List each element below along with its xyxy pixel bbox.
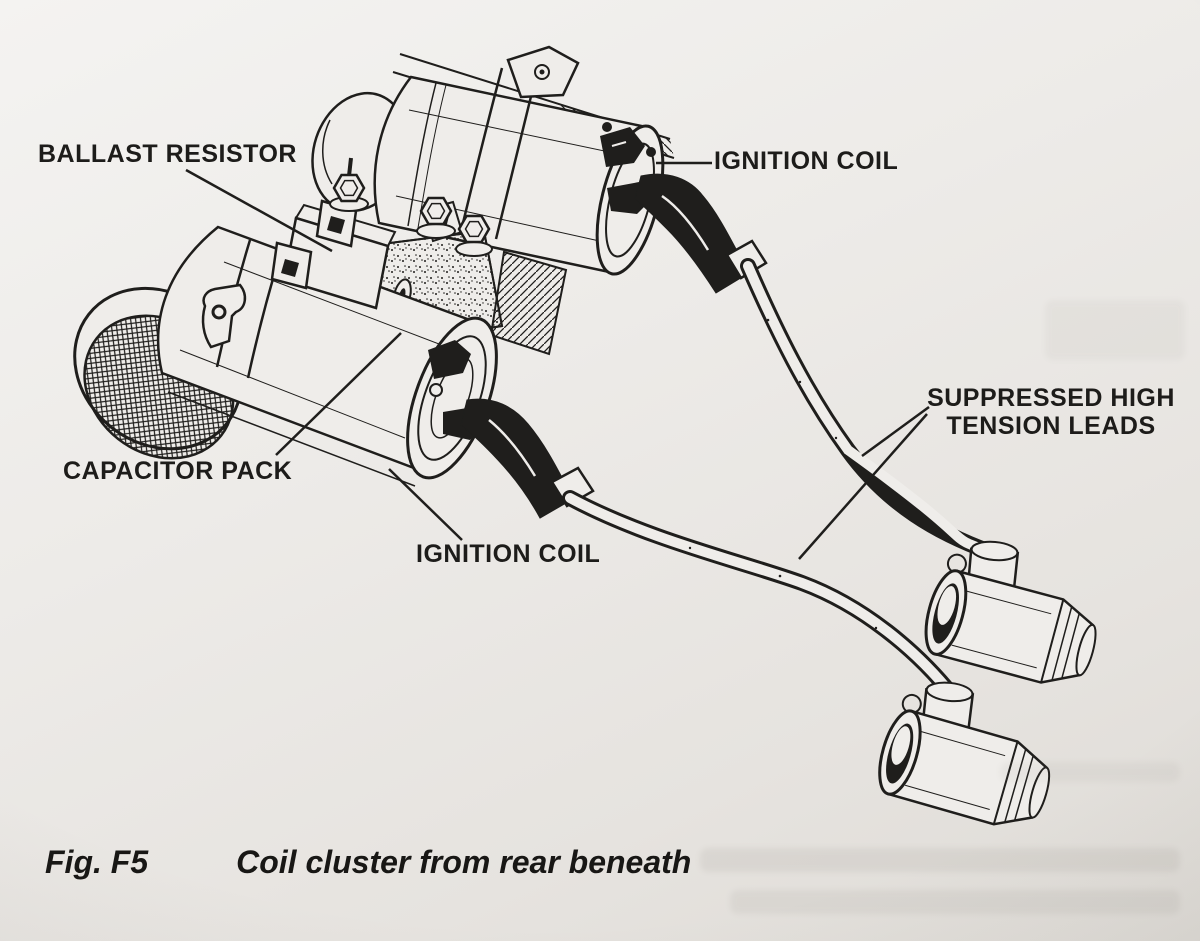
label-ballast-resistor: BALLAST RESISTOR bbox=[38, 140, 297, 168]
label-suppressed-line2: TENSION LEADS bbox=[946, 412, 1156, 440]
leader-lines bbox=[185, 161, 930, 560]
ht-lead-top bbox=[688, 258, 998, 630]
leader-ht-lead-top bbox=[861, 405, 930, 458]
ht-lead-bottom bbox=[562, 490, 961, 704]
label-suppressed-ht-leads: SUPPRESSED HIGH TENSION LEADS bbox=[924, 384, 1178, 440]
label-suppressed-line1: SUPPRESSED HIGH bbox=[927, 384, 1175, 412]
leader-ht-lead-bottom bbox=[798, 413, 928, 560]
leader-capacitor-pack bbox=[275, 332, 402, 456]
figure-number: Fig. F5 bbox=[45, 844, 149, 880]
label-ignition-coil-top: IGNITION COIL bbox=[714, 147, 899, 175]
plug-connector-bottom bbox=[870, 664, 1071, 838]
figure-caption-text: Coil cluster from rear beneath bbox=[236, 844, 692, 880]
leader-ballast-resistor bbox=[185, 168, 333, 253]
bottom-ignition-coil bbox=[156, 225, 595, 519]
plug-connector-top bbox=[916, 524, 1117, 695]
label-ignition-coil-bottom: IGNITION COIL bbox=[416, 540, 601, 568]
ballast-resistor-part bbox=[270, 157, 397, 310]
figure-caption: Fig. F5 Coil cluster from rear beneath bbox=[45, 844, 691, 881]
label-capacitor-pack: CAPACITOR PACK bbox=[63, 457, 293, 485]
leader-ignition-coil-bottom bbox=[388, 468, 463, 541]
